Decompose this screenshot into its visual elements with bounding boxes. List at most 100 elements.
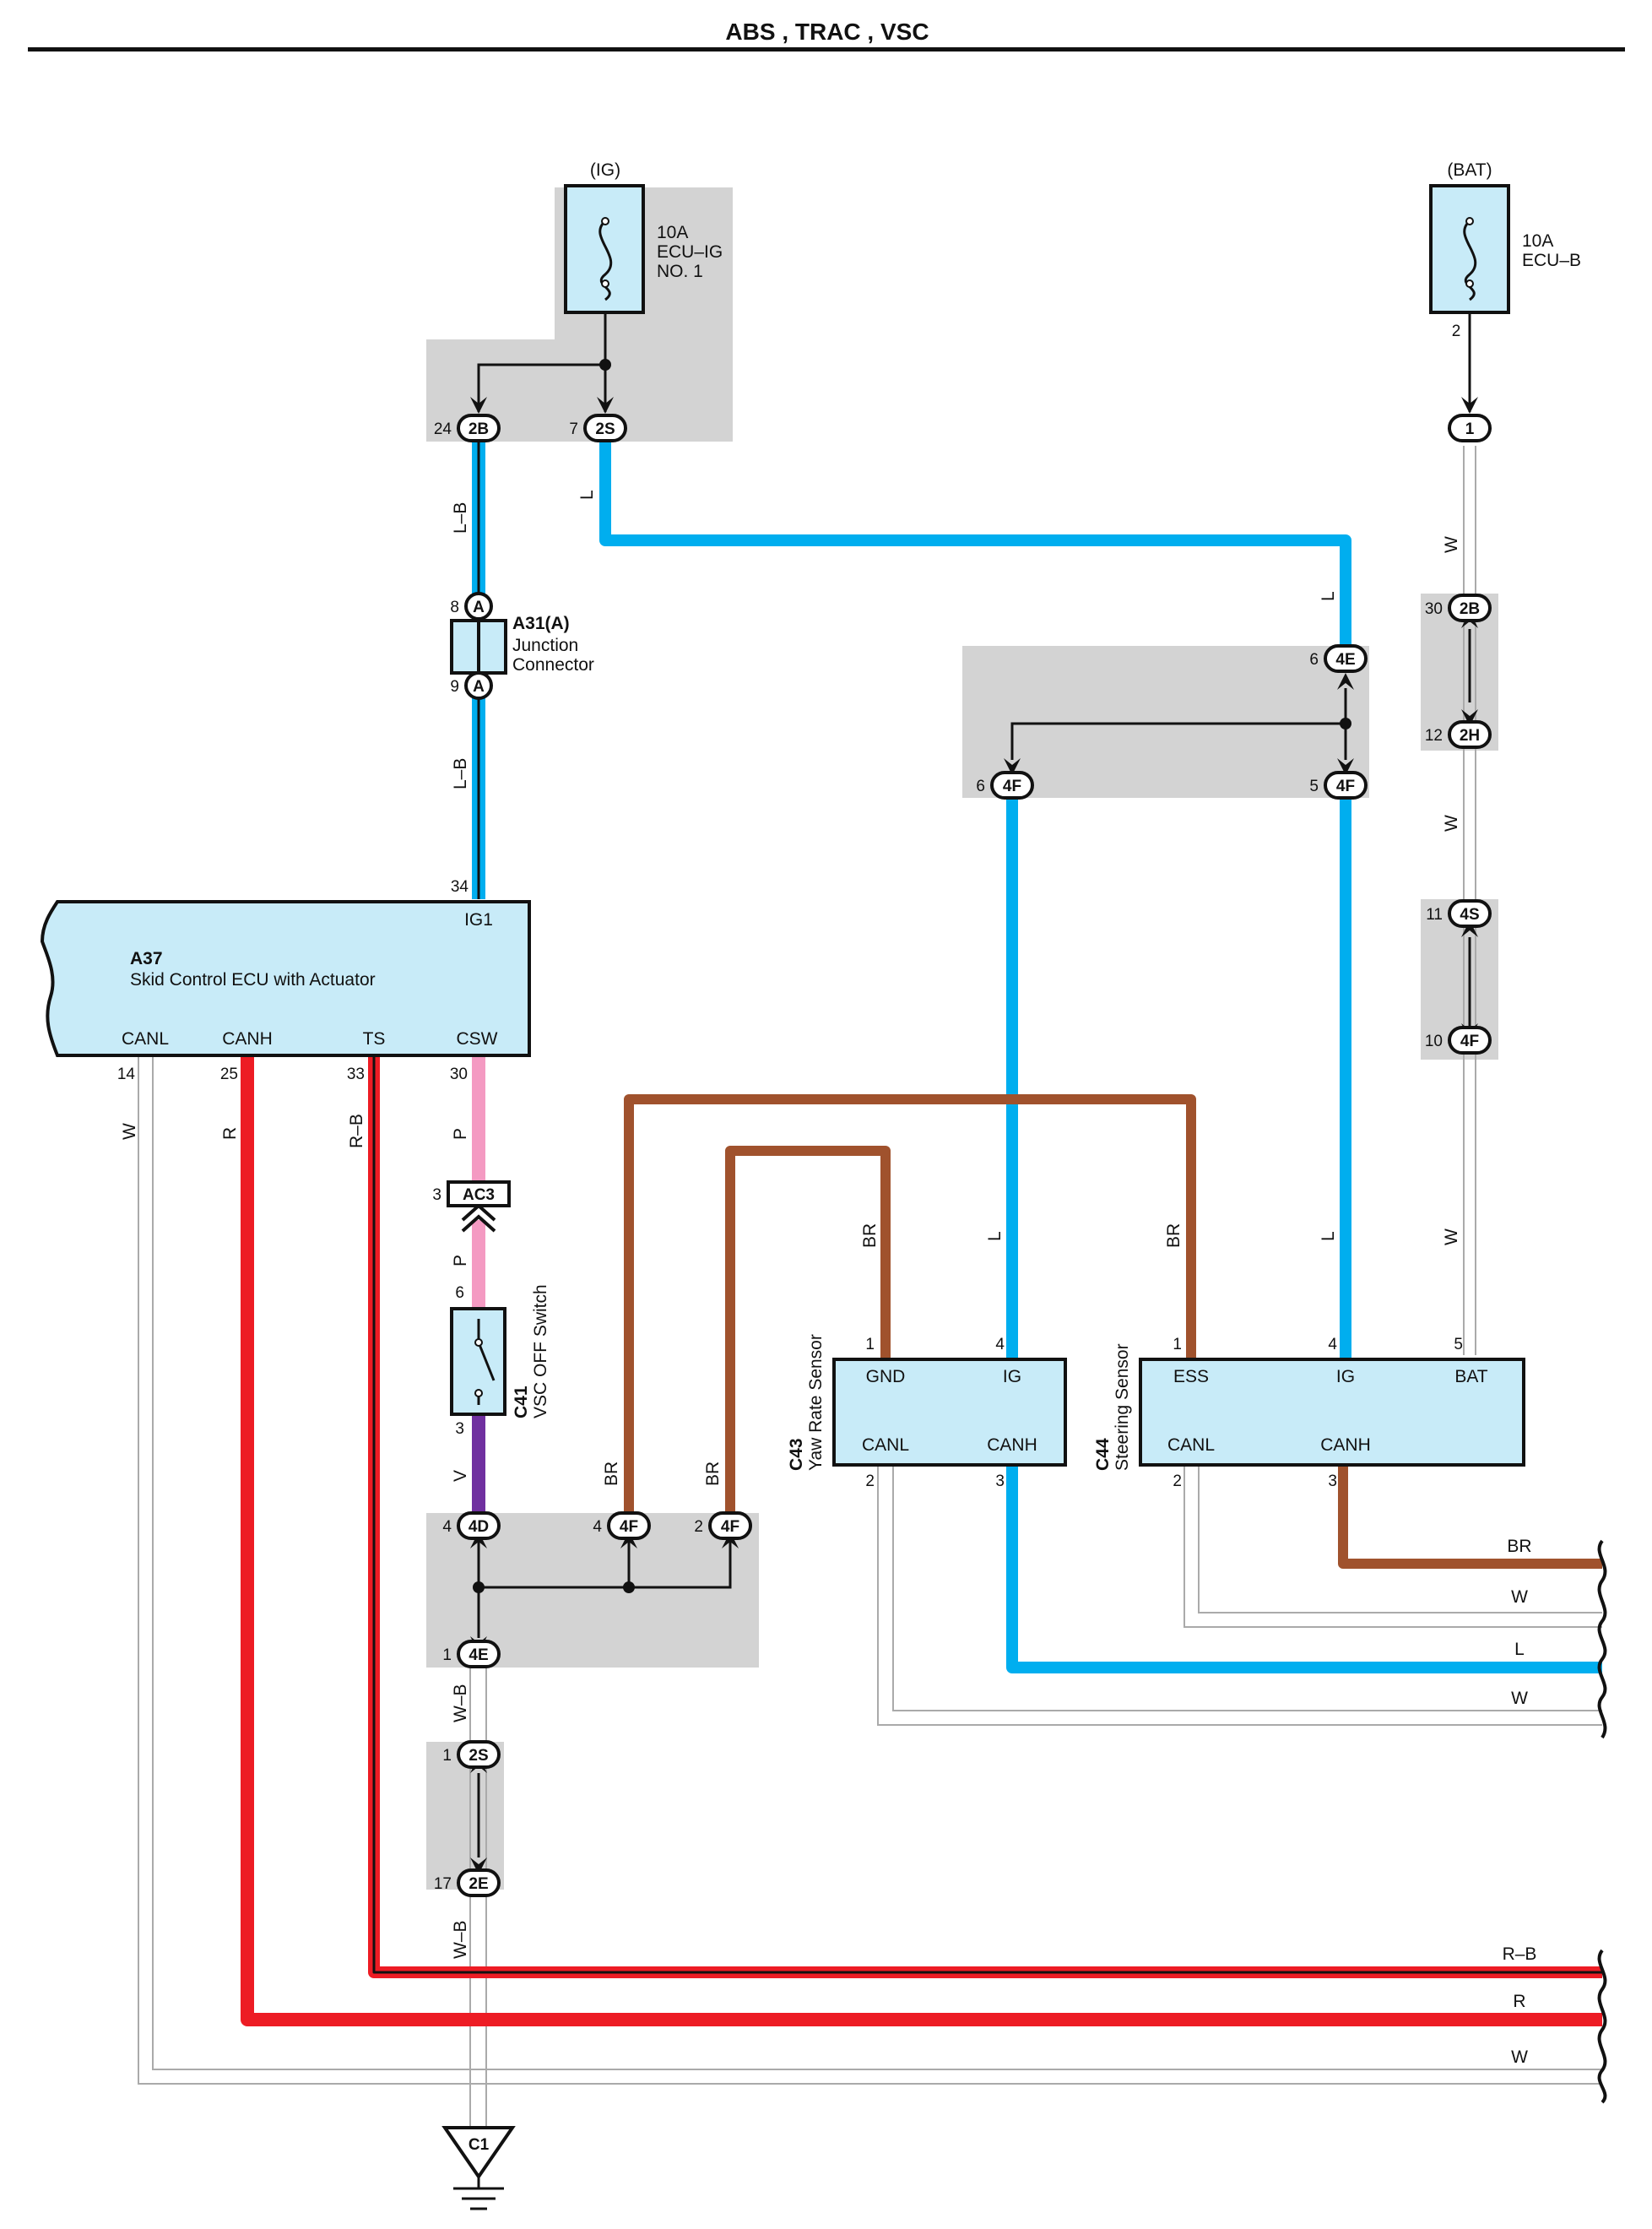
ecu-csw-pin: 30	[450, 1066, 468, 1083]
yaw-gnd-label: GND	[866, 1367, 906, 1386]
connector-4e-low: 4E1	[442, 1640, 501, 1668]
splice-dots	[473, 359, 1351, 1593]
svg-text:2S: 2S	[469, 1747, 488, 1765]
svg-text:4D: 4D	[469, 1518, 489, 1536]
svg-text:C1: C1	[469, 2136, 490, 2154]
svg-text:1: 1	[442, 1646, 452, 1664]
l-wire-top	[599, 441, 1351, 646]
svg-text:9: 9	[450, 678, 459, 696]
ground-c1: C1	[441, 2126, 516, 2210]
svg-text:17: 17	[434, 1875, 452, 1893]
svg-text:24: 24	[434, 420, 452, 438]
svg-text:BR: BR	[602, 1462, 621, 1486]
yaw-code: C43	[787, 1438, 806, 1471]
w-wire-yaw-canl-b	[892, 1465, 1602, 1711]
br-wire-ess	[624, 1094, 1196, 1524]
vsc-off-switch: 6 3 C41 VSC OFF Switch	[450, 1284, 550, 1438]
svg-text:3: 3	[432, 1186, 441, 1204]
connector-4f-low-b: 4F 2	[694, 1511, 752, 1540]
svg-text:30: 30	[1425, 600, 1443, 618]
svg-text:BR: BR	[703, 1462, 723, 1486]
svg-text:6: 6	[1309, 651, 1319, 669]
svg-text:7: 7	[569, 420, 578, 438]
w-wire-yaw-canl-a	[877, 1465, 1602, 1726]
exit-labels: BR W L W R–B R W	[1503, 1537, 1537, 2067]
page-title: ABS , TRAC , VSC	[725, 19, 929, 45]
svg-text:L: L	[577, 490, 597, 500]
ecu-csw-label: CSW	[457, 1029, 498, 1049]
junction-code: A31(A)	[512, 614, 570, 633]
ecu-ts-label: TS	[363, 1029, 386, 1049]
svg-text:4F: 4F	[1460, 1033, 1479, 1050]
ecu-ig1-label: IG1	[464, 910, 493, 930]
fuse-bat-source: (BAT)	[1447, 160, 1492, 180]
ecu-canh-label: CANH	[222, 1029, 273, 1049]
svg-text:10: 10	[1425, 1033, 1443, 1050]
svg-text:2B: 2B	[469, 420, 489, 438]
fuse-bat-name: ECU–B	[1522, 251, 1581, 270]
svg-text:W: W	[1442, 815, 1461, 832]
svg-text:2S: 2S	[595, 420, 615, 438]
connector-2e-low: 2E 17	[434, 1868, 501, 1897]
fuse-ig-name: ECU–IG	[657, 242, 723, 262]
red-wires	[241, 1055, 1602, 2026]
rb-wire-stripe	[372, 1055, 1602, 1974]
steer-ig-label: IG	[1336, 1367, 1355, 1386]
svg-text:L–B: L–B	[451, 758, 470, 789]
steer-canl-pin: 2	[1173, 1472, 1182, 1490]
svg-text:W: W	[1511, 1587, 1528, 1607]
steer-name: Steering Sensor	[1113, 1343, 1132, 1471]
svg-text:A: A	[473, 599, 485, 616]
ig-fuse-shade	[426, 187, 733, 442]
svg-text:11: 11	[1426, 906, 1443, 924]
connector-4f-mid-right: 4F5	[1309, 771, 1368, 800]
yaw-ig-pin: 4	[995, 1336, 1005, 1353]
fuse-bat: (BAT) 10A ECU–B 2	[1429, 160, 1581, 340]
ecu-canh-pin: 25	[220, 1066, 238, 1083]
w-wire-ecu-canl-b	[152, 1055, 1602, 2070]
svg-text:L: L	[1319, 1231, 1338, 1241]
svg-text:R: R	[1513, 1992, 1525, 2011]
wire-labels: L–B L–B L L W W W L L BR BR W R R–B P P …	[120, 490, 1461, 1959]
svg-text:BR: BR	[1164, 1223, 1183, 1248]
connector-4e-mid: 4E 6	[1309, 644, 1368, 673]
switch-pin-top: 6	[455, 1284, 464, 1302]
ecu-ts-pin: 33	[347, 1066, 365, 1083]
svg-text:L: L	[985, 1231, 1005, 1241]
ecu-canl-pin: 14	[117, 1066, 136, 1083]
title-rule	[28, 47, 1625, 52]
yaw-canl-pin: 2	[865, 1472, 875, 1490]
svg-text:BR: BR	[1507, 1537, 1531, 1556]
svg-text:BR: BR	[860, 1223, 880, 1248]
svg-text:R–B: R–B	[1503, 1944, 1537, 1964]
junction-line2: Connector	[512, 655, 594, 675]
svg-text:V: V	[451, 1470, 470, 1482]
svg-text:W: W	[120, 1123, 139, 1140]
ecu-a37: A37 Skid Control ECU with Actuator IG1 3…	[40, 878, 531, 1083]
yaw-gnd-pin: 1	[865, 1336, 875, 1353]
svg-text:4F: 4F	[721, 1518, 739, 1536]
junction-line1: Junction	[512, 636, 578, 655]
svg-text:W–B: W–B	[451, 1684, 470, 1722]
yaw-canh-pin: 3	[995, 1472, 1005, 1490]
svg-text:2: 2	[694, 1518, 703, 1536]
svg-text:4F: 4F	[1003, 778, 1021, 795]
low-splice	[477, 1537, 732, 1638]
steering-sensor: ESS IG BAT CANL CANH 1 4 5 2 3 C44 Steer…	[1093, 1336, 1525, 1490]
svg-text:4E: 4E	[1335, 651, 1355, 669]
connector-1-bat: 1	[1448, 414, 1492, 442]
white-wires	[138, 446, 1602, 2128]
svg-text:P: P	[451, 1128, 470, 1140]
svg-text:2E: 2E	[469, 1875, 488, 1893]
blue-wires	[599, 441, 1602, 1673]
svg-text:W: W	[1511, 1689, 1528, 1708]
br-wire-gnd	[725, 1146, 891, 1524]
connector-2b-top: 2B 24	[434, 414, 501, 442]
r-wire	[241, 1055, 1602, 2026]
svg-text:L–B: L–B	[451, 502, 470, 534]
br-wire-steer-exit	[1338, 1465, 1602, 1569]
